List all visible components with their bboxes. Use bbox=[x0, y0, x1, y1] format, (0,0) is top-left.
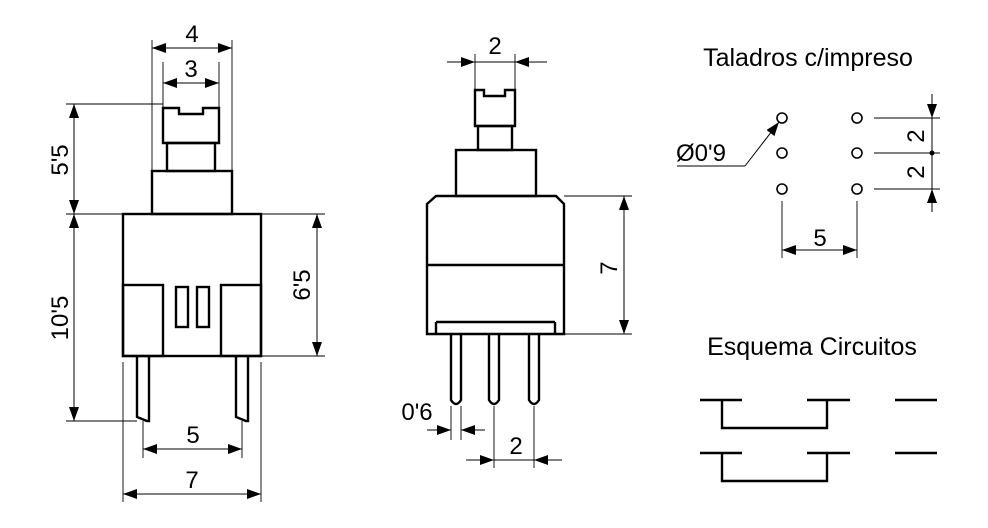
drill-hole bbox=[776, 112, 788, 124]
dim-label-2-top: 2 bbox=[488, 33, 501, 60]
dim-label-10-5: 10'5 bbox=[47, 296, 74, 341]
dim-label-6-5: 6'5 bbox=[289, 269, 316, 300]
switch-contact-lower bbox=[700, 451, 937, 483]
dimension-width-7: 7 bbox=[122, 362, 262, 502]
dim-label-5: 5 bbox=[186, 422, 199, 449]
diameter-leader: Ø0'9 bbox=[676, 121, 780, 167]
dimension-height-5-5: 5'5 bbox=[47, 103, 163, 215]
dim-label-7-side: 7 bbox=[596, 261, 623, 274]
dimension-hole-pitch-horizontal: 5 bbox=[781, 201, 858, 258]
dimension-hole-pitch-vertical: 2 2 bbox=[874, 94, 940, 212]
front-view: 4 3 5'5 10'5 6'5 bbox=[47, 21, 325, 502]
side-switch-outline bbox=[425, 88, 566, 406]
drill-hole bbox=[776, 183, 788, 195]
switch-contact-upper bbox=[700, 398, 937, 430]
dim-label-0-6: 0'6 bbox=[401, 399, 432, 426]
dimension-width-3: 3 bbox=[162, 56, 220, 108]
drill-hole bbox=[776, 147, 788, 159]
dimension-height-6-5: 6'5 bbox=[261, 213, 325, 357]
dim-label-7: 7 bbox=[185, 467, 198, 494]
dimension-pin-thickness-0-6: 0'6 bbox=[401, 399, 485, 440]
dim-label-5-5: 5'5 bbox=[47, 144, 74, 175]
circuit-schematic-title: Esquema Circuitos bbox=[707, 333, 917, 361]
hole-diameter-label: Ø0'9 bbox=[676, 140, 726, 167]
dim-label-2-upper: 2 bbox=[903, 129, 930, 142]
drill-hole bbox=[851, 112, 863, 124]
side-view: 2 7 0'6 2 bbox=[401, 33, 632, 468]
dim-label-4: 4 bbox=[185, 21, 198, 48]
dimension-height-7: 7 bbox=[564, 195, 632, 335]
dimension-height-10-5: 10'5 bbox=[47, 214, 137, 422]
drill-pattern-title: Taladros c/impreso bbox=[703, 44, 913, 72]
drill-pattern: Taladros c/impreso Ø0'9 2 2 bbox=[676, 44, 940, 258]
dim-label-5-holes: 5 bbox=[813, 225, 826, 252]
dimension-width-4: 4 bbox=[151, 21, 233, 171]
circuit-schematic: Esquema Circuitos bbox=[700, 333, 937, 483]
dim-label-2-lower: 2 bbox=[903, 165, 930, 178]
dimension-pin-pitch-2: 2 bbox=[466, 406, 562, 468]
dimension-actuator-2: 2 bbox=[447, 33, 547, 90]
dim-label-2-bottom: 2 bbox=[509, 433, 522, 460]
drill-hole bbox=[851, 183, 863, 195]
dimension-pin-pitch-5: 5 bbox=[142, 421, 243, 458]
front-switch-outline bbox=[121, 106, 263, 423]
dim-label-3: 3 bbox=[184, 56, 197, 83]
drill-hole bbox=[851, 147, 863, 159]
